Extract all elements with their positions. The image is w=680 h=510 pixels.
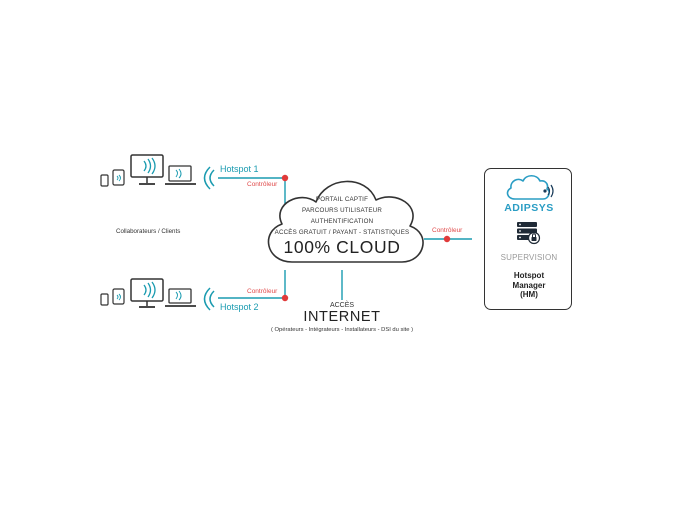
controller-label-top: Contrôleur	[247, 181, 278, 188]
hotspot-manager-panel: ADIPSYS SUPERVISION Hotspot Manager (HM)	[484, 168, 572, 310]
adipsys-cloud-icon	[506, 174, 550, 200]
internet-subtitle: ( Opérateurs - Intégrateurs - Installate…	[270, 327, 414, 333]
server-lock-icon	[517, 222, 541, 245]
cloud-line-4: ACCÈS GRATUIT / PAYANT - STATISTIQUES	[274, 229, 410, 236]
hm-title-line-1: Hotspot	[513, 271, 545, 280]
hm-title-line-3: (HM)	[520, 290, 538, 299]
internet-title: INTERNET	[303, 309, 381, 325]
cloud-outline	[267, 180, 424, 263]
cloud-line-1: PORTAIL CAPTIF	[315, 196, 369, 203]
controller-dot-top	[281, 174, 289, 182]
cloud-line-2: PARCOURS UTILISATEUR	[301, 207, 383, 214]
hm-icons	[506, 174, 554, 245]
adipsys-brand: ADIPSYS	[504, 202, 554, 214]
hotspot-2-label: Hotspot 2	[220, 302, 259, 312]
controller-dot-right	[443, 235, 451, 243]
hotspot-1-label: Hotspot 1	[220, 164, 259, 174]
controller-label-right: Contrôleur	[432, 227, 463, 234]
clients-label: Collaborateurs / Clients	[116, 228, 181, 235]
internet-small-label: ACCÈS	[329, 302, 355, 309]
cloud-line-3: AUTHENTIFICATION	[310, 218, 374, 225]
hm-title-line-2: Manager	[512, 280, 546, 290]
devices-top	[100, 154, 215, 190]
devices-bottom	[100, 278, 215, 311]
cloud-title: 100% CLOUD	[283, 237, 401, 257]
controller-label-bottom: Contrôleur	[247, 288, 278, 295]
supervision-label: SUPERVISION	[500, 253, 558, 262]
controller-dot-bottom	[281, 294, 289, 302]
